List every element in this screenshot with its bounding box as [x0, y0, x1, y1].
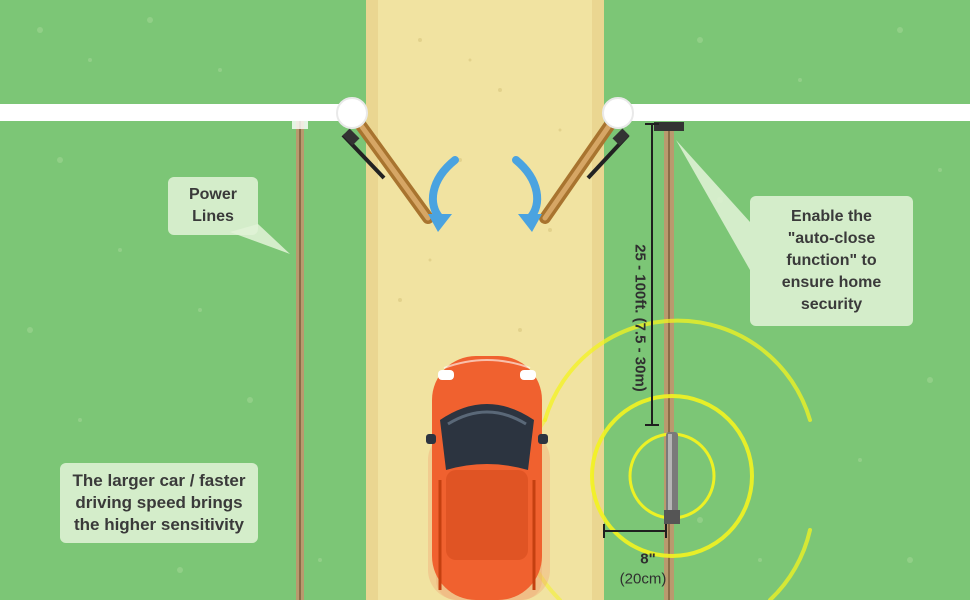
closing-arrow-right	[512, 156, 542, 232]
gate-arm-left	[336, 97, 434, 224]
sensor-probe	[664, 432, 680, 524]
range-dimension-label: 25 - 100ft. (7.5 - 30m)	[631, 244, 649, 392]
sensitivity-label: The larger car / faster driving speed br…	[60, 463, 258, 543]
road-speckles	[398, 38, 562, 332]
closing-arrow-left	[428, 156, 459, 232]
auto-close-label: Enable the "auto-close function" to ensu…	[750, 196, 913, 326]
grass-speckles	[27, 17, 942, 573]
road-edge-left	[366, 0, 378, 600]
autoclose-label-pointer	[676, 140, 750, 270]
fence-rail-left	[0, 104, 352, 121]
range-dimension-line	[645, 123, 659, 426]
pole-bracket	[654, 122, 684, 131]
width-inches-label: 8"	[640, 550, 656, 568]
power-line-pole-cap	[292, 121, 308, 129]
width-cm-label: (20cm)	[619, 570, 667, 588]
power-lines-label: Power Lines	[168, 177, 258, 235]
width-dimension-line	[603, 524, 667, 538]
red-car	[426, 356, 548, 600]
fence-rail-right	[618, 104, 970, 121]
gate-arm-right	[539, 97, 634, 224]
